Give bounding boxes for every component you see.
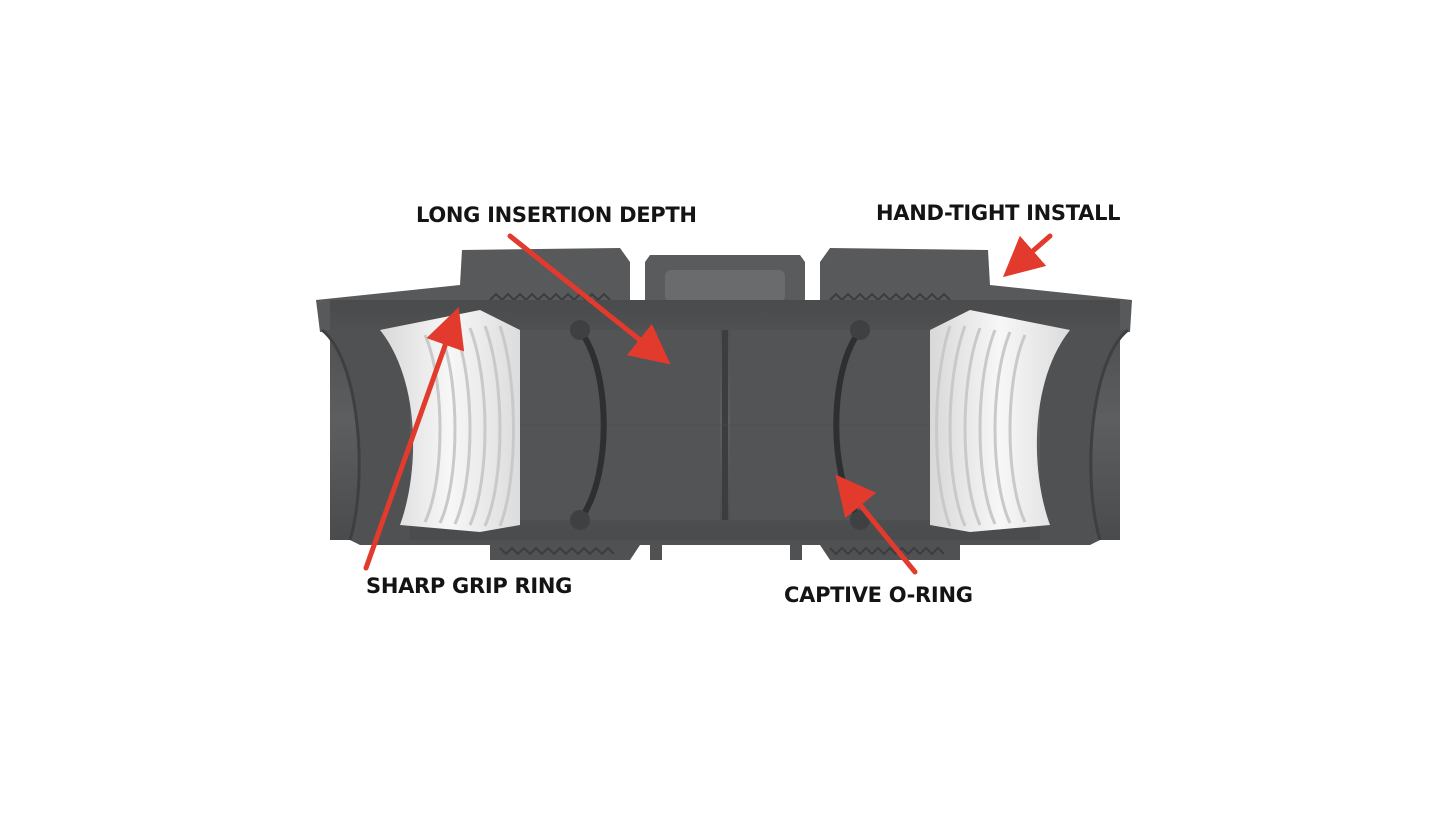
left-bore — [322, 330, 410, 540]
bottom-body — [350, 540, 1100, 560]
hand-tight-install-label: HAND-TIGHT INSTALL — [876, 201, 1121, 225]
long-insertion-arrow — [507, 233, 671, 365]
grip-ring-arrow — [363, 307, 465, 571]
right-bore — [1040, 330, 1128, 540]
callout-arrows — [363, 233, 1053, 575]
right-grip-ring — [930, 310, 1070, 532]
captive-o-ring-label: CAPTIVE O-RING — [784, 583, 973, 607]
left-o-ring — [570, 320, 607, 530]
long-insertion-depth-label: LONG INSERTION DEPTH — [416, 203, 697, 227]
left-grip-ring — [380, 310, 520, 532]
center-recess — [665, 270, 785, 302]
o-ring-arrow — [835, 474, 918, 575]
hand-tight-arrow — [1002, 233, 1053, 278]
sharp-grip-ring-label: SHARP GRIP RING — [366, 574, 573, 598]
